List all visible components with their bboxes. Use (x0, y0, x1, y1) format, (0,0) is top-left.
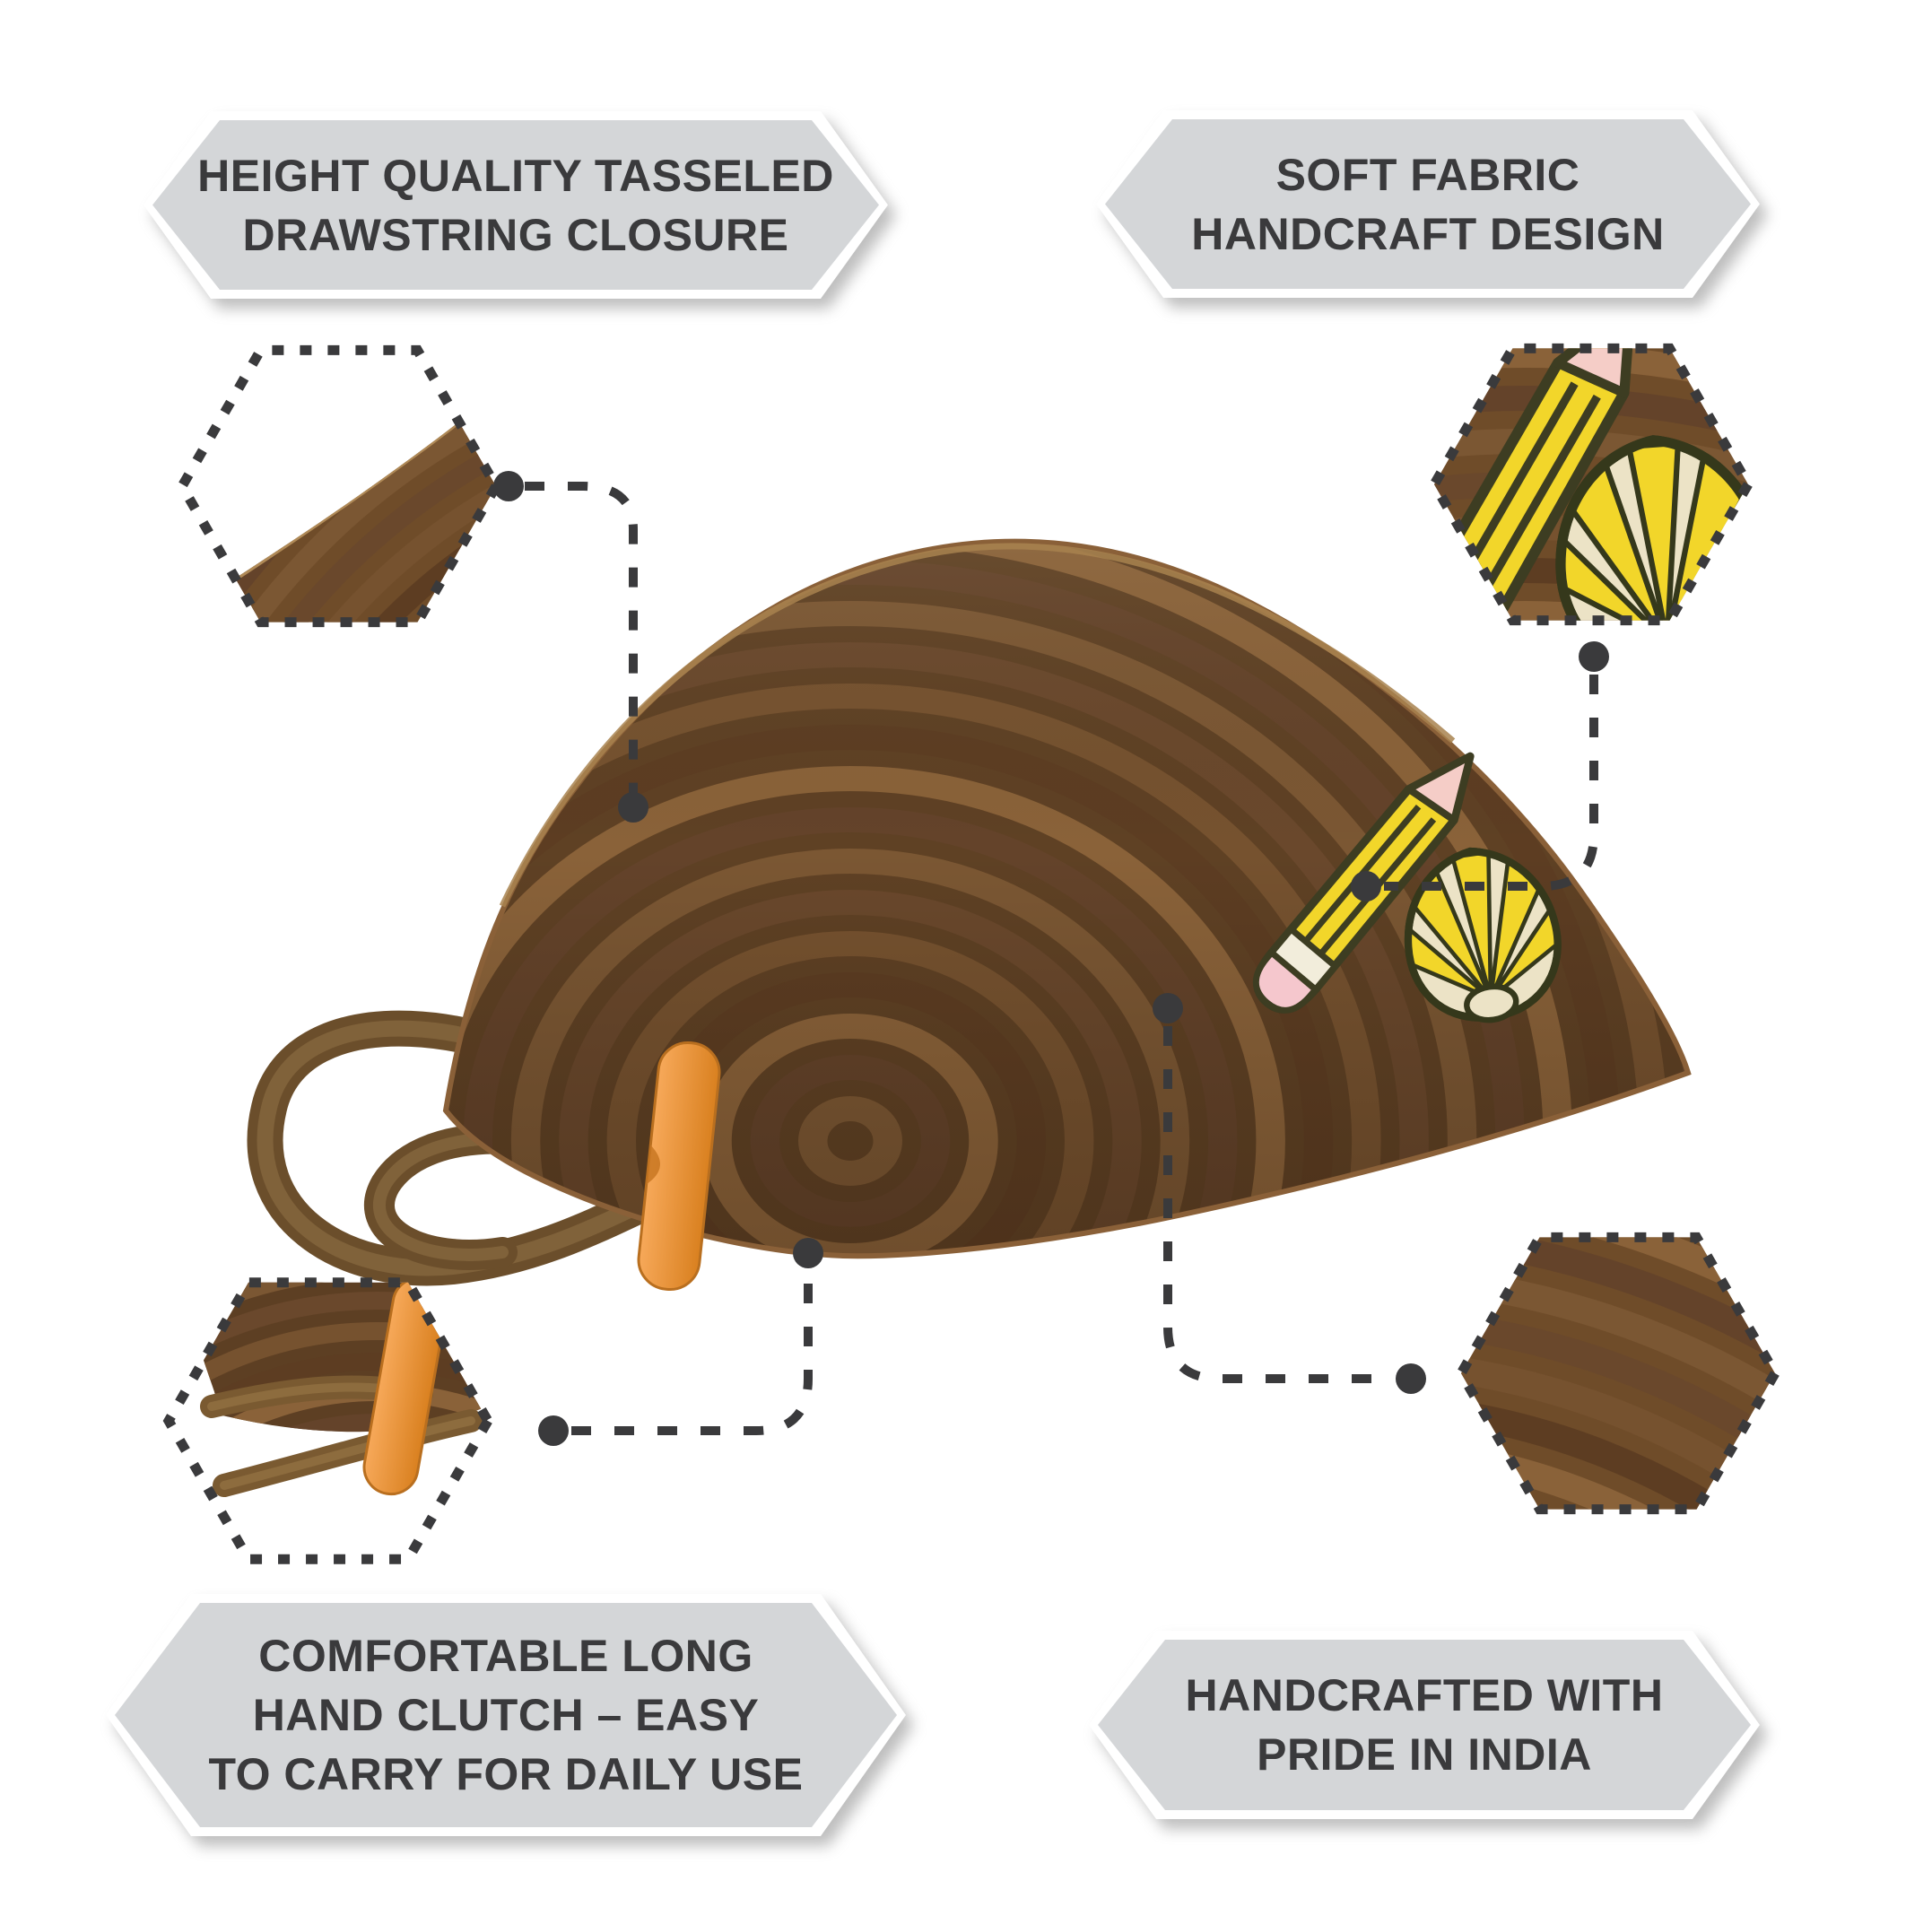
feature-banner-top-right: SOFT FABRIC HANDCRAFT DESIGN (1096, 110, 1760, 298)
feature-banner-bottom-left: COMFORTABLE LONG HAND CLUTCH – EASY TO C… (106, 1594, 906, 1836)
feature-banner-top-left: HEIGHT QUALITY TASSELED DRAWSTRING CLOSU… (144, 111, 888, 299)
banner-line: PRIDE IN INDIA (1257, 1729, 1592, 1780)
banner-line: DRAWSTRING CLOSURE (242, 209, 789, 260)
connector-top-left (525, 482, 638, 793)
banner-line: HANDCRAFT DESIGN (1191, 208, 1665, 259)
banner-fill (152, 120, 879, 290)
banner-line: HAND CLUTCH – EASY (252, 1690, 760, 1740)
detail-inset-patches (1428, 343, 1754, 626)
banner-line: HEIGHT QUALITY TASSELED (197, 150, 834, 201)
banner-fill (1105, 119, 1751, 289)
connector-bottom-left (571, 1271, 813, 1435)
banner-line: HANDCRAFTED WITH (1185, 1670, 1664, 1720)
banner-fill (1098, 1640, 1751, 1810)
banner-line: TO CARRY FOR DAILY USE (208, 1749, 804, 1799)
feature-banner-bottom-right: HANDCRAFTED WITH PRIDE IN INDIA (1089, 1631, 1760, 1819)
wooden-toggle (637, 1041, 721, 1292)
banner-fill (115, 1603, 897, 1827)
callout-connectors (525, 482, 1598, 1435)
banner-line: SOFT FABRIC (1275, 149, 1580, 200)
banner-line: COMFORTABLE LONG (258, 1631, 753, 1681)
connector-bottom-right (1163, 1026, 1393, 1383)
detail-inset-weave-texture (1455, 1232, 1781, 1515)
connector-dots (493, 471, 1609, 1446)
